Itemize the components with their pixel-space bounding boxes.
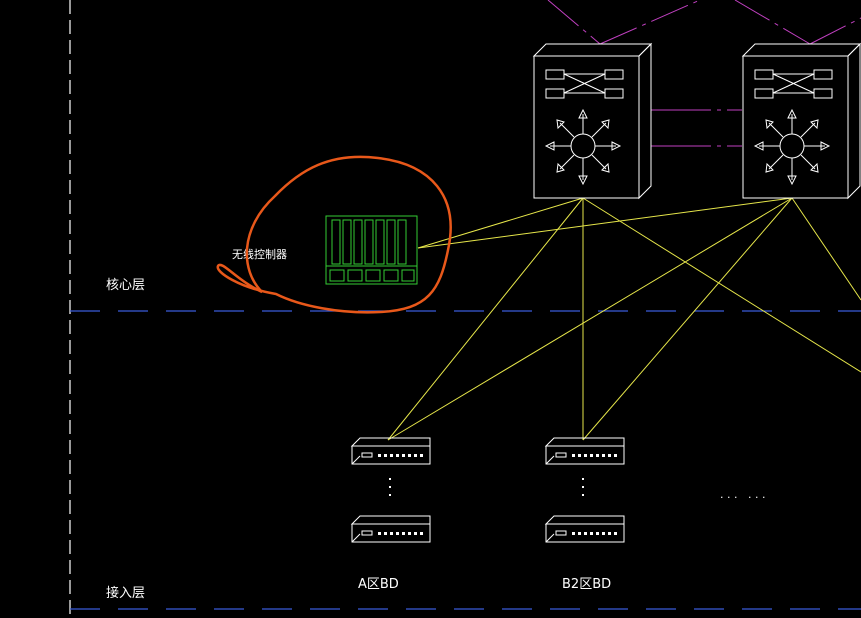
- building-b2-label: B2区BD: [562, 577, 611, 592]
- core-switch-1[interactable]: [532, 42, 653, 200]
- access-switch-a-bottom[interactable]: [350, 515, 431, 543]
- access-layer-label: 接入层: [106, 585, 145, 601]
- yellow-links: [387, 197, 861, 441]
- wireless-controller[interactable]: [325, 215, 418, 285]
- more-buildings-ellipsis: . . . . . .: [720, 488, 765, 501]
- controller-label: 无线控制器: [232, 247, 287, 261]
- core-layer-label: 核心层: [106, 278, 145, 293]
- vertical-dots-a: [389, 478, 391, 496]
- core-switch-2[interactable]: [741, 42, 861, 200]
- access-switch-a-top[interactable]: [350, 437, 431, 465]
- core-interlinks: [651, 109, 742, 147]
- upstream-links: [547, 0, 861, 45]
- annotation-circle: [216, 155, 452, 314]
- access-switch-b2-bottom[interactable]: [544, 515, 625, 543]
- building-a-label: A区BD: [358, 577, 399, 592]
- access-switch-b2-top[interactable]: [544, 437, 625, 465]
- vertical-dots-b2: [582, 478, 584, 496]
